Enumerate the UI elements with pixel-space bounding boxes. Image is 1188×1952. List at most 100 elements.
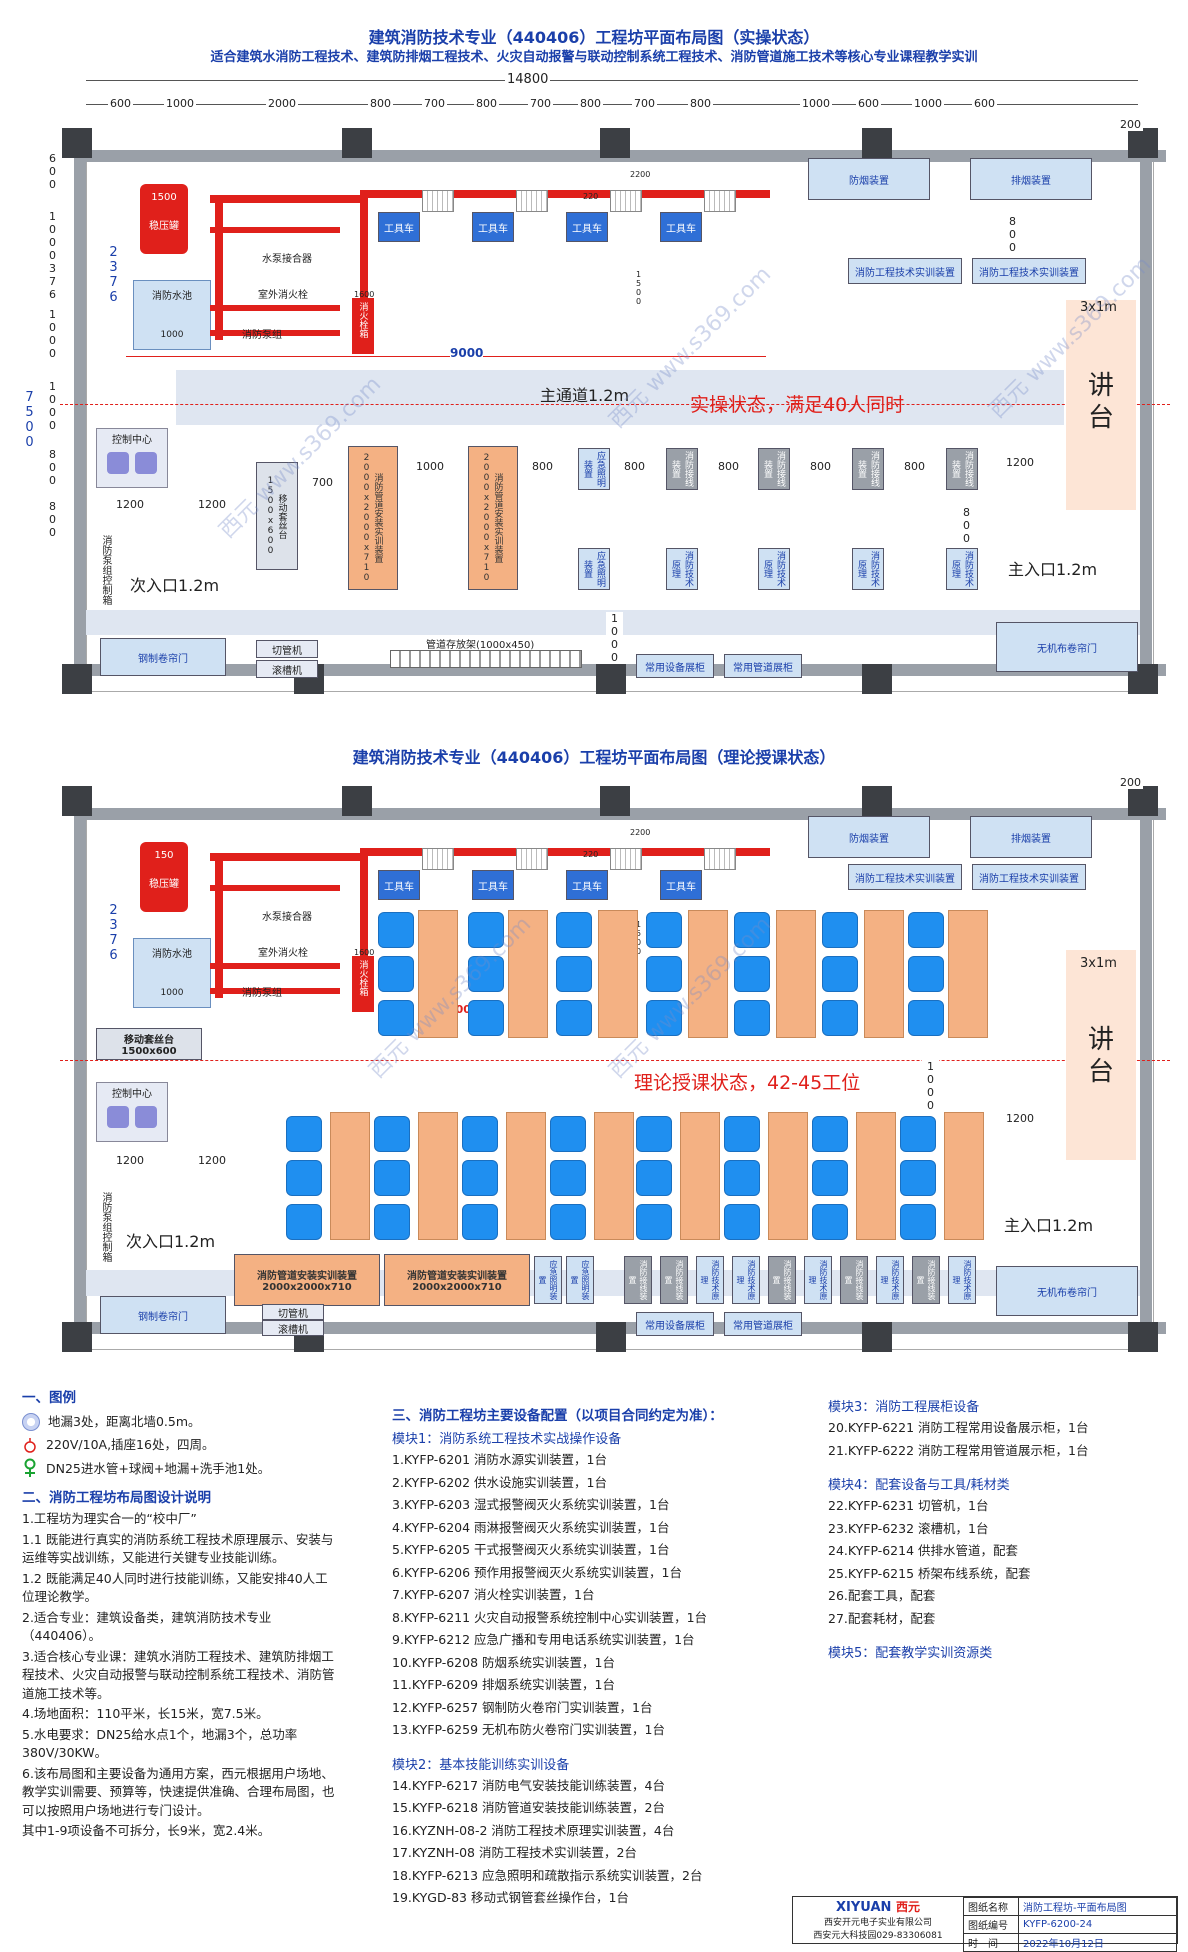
seat[interactable] [286, 1204, 322, 1240]
wiring-device[interactable]: 消防接线装置 [946, 448, 978, 490]
seat[interactable] [374, 1204, 410, 1240]
toolbox[interactable]: 工具车 [566, 870, 608, 900]
seat[interactable] [734, 1000, 770, 1036]
pipe-bench[interactable]: 移动套丝台1500x600 [256, 462, 298, 570]
principle-device[interactable]: 消防技术原理 [666, 548, 698, 590]
pipe-rack[interactable] [390, 650, 582, 668]
seat[interactable] [636, 1116, 672, 1152]
wiring-device[interactable]: 消防接线装置 [912, 1256, 940, 1304]
seat[interactable] [734, 912, 770, 948]
equip-cabinet[interactable]: 常用设备展柜 [636, 1312, 714, 1336]
principle-device[interactable]: 消防技术原理 [758, 548, 790, 590]
seat[interactable] [822, 956, 858, 992]
seat[interactable] [468, 956, 504, 992]
seat[interactable] [636, 1160, 672, 1196]
emergency-light[interactable]: 应急照明装置 [578, 548, 610, 590]
seat[interactable] [812, 1116, 848, 1152]
train-device-2[interactable]: 消防工程技术实训装置 [972, 258, 1086, 284]
smoke-exhaust-device[interactable]: 排烟装置 [970, 158, 1092, 200]
seat[interactable] [900, 1160, 936, 1196]
seat[interactable] [550, 1160, 586, 1196]
fabric-door[interactable]: 无机布卷帘门 [996, 622, 1138, 672]
seat[interactable] [908, 1000, 944, 1036]
seat[interactable] [286, 1116, 322, 1152]
seat[interactable] [286, 1160, 322, 1196]
seat[interactable] [462, 1116, 498, 1152]
seat[interactable] [812, 1204, 848, 1240]
seat[interactable] [636, 1204, 672, 1240]
seat[interactable] [374, 1160, 410, 1196]
pipe-bench[interactable]: 移动套丝台 1500x600 [96, 1028, 202, 1060]
pipe-cabinet[interactable]: 常用管道展柜 [724, 1312, 802, 1336]
seat[interactable] [900, 1204, 936, 1240]
control-center[interactable]: 控制中心 [96, 1082, 168, 1142]
seat[interactable] [556, 912, 592, 948]
emergency-light[interactable]: 应急照明装置 [578, 448, 610, 490]
pipe-cabinet[interactable]: 常用管道展柜 [724, 654, 802, 678]
seat[interactable] [812, 1160, 848, 1196]
control-center[interactable]: 控制中心 [96, 428, 168, 488]
seat[interactable] [550, 1204, 586, 1240]
seat[interactable] [462, 1204, 498, 1240]
roller[interactable]: 滚槽机 [256, 660, 318, 678]
train-device-1[interactable]: 消防工程技术实训装置 [848, 864, 962, 890]
train-device-1[interactable]: 消防工程技术实训装置 [848, 258, 962, 284]
seat[interactable] [378, 912, 414, 948]
wiring-device[interactable]: 消防接线装置 [768, 1256, 796, 1304]
toolbox[interactable]: 工具车 [378, 870, 420, 900]
equip-cabinet[interactable]: 常用设备展柜 [636, 654, 714, 678]
seat[interactable] [724, 1116, 760, 1152]
principle-device[interactable]: 消防技术原理 [876, 1256, 904, 1304]
cutter[interactable]: 切管机 [256, 640, 318, 658]
seat[interactable] [378, 956, 414, 992]
principle-device[interactable]: 消防技术原理 [852, 548, 884, 590]
wiring-device[interactable]: 消防接线装置 [758, 448, 790, 490]
wiring-device[interactable]: 消防接线装置 [666, 448, 698, 490]
smoke-prevent-device[interactable]: 防烟装置 [808, 158, 930, 200]
fabric-door[interactable]: 无机布卷帘门 [996, 1266, 1138, 1316]
wiring-device[interactable]: 消防接线装置 [660, 1256, 688, 1304]
toolbox[interactable]: 工具车 [660, 870, 702, 900]
wiring-device[interactable]: 消防接线装置 [624, 1256, 652, 1304]
seat[interactable] [646, 1000, 682, 1036]
seat[interactable] [378, 1000, 414, 1036]
toolbox[interactable]: 工具车 [472, 212, 514, 242]
principle-device[interactable]: 消防技术原理 [696, 1256, 724, 1304]
toolbox[interactable]: 工具车 [378, 212, 420, 242]
seat[interactable] [822, 912, 858, 948]
seat[interactable] [724, 1204, 760, 1240]
seat[interactable] [468, 912, 504, 948]
seat[interactable] [550, 1116, 586, 1152]
seat[interactable] [900, 1116, 936, 1152]
principle-device[interactable]: 消防技术原理 [804, 1256, 832, 1304]
steel-door[interactable]: 钢制卷帘门 [100, 638, 226, 676]
pipe-install-1[interactable]: 消防管道安装实训装置2000x2000x710 [348, 446, 398, 590]
seat[interactable] [374, 1116, 410, 1152]
cutter[interactable]: 切管机 [262, 1304, 324, 1320]
principle-device[interactable]: 消防技术原理 [732, 1256, 760, 1304]
seat[interactable] [908, 956, 944, 992]
seat[interactable] [734, 956, 770, 992]
seat[interactable] [556, 956, 592, 992]
seat[interactable] [724, 1160, 760, 1196]
seat[interactable] [908, 912, 944, 948]
wiring-device[interactable]: 消防接线装置 [840, 1256, 868, 1304]
smoke-prevent-device[interactable]: 防烟装置 [808, 816, 930, 858]
seat[interactable] [468, 1000, 504, 1036]
toolbox[interactable]: 工具车 [566, 212, 608, 242]
wiring-device[interactable]: 消防接线装置 [852, 448, 884, 490]
smoke-exhaust-device[interactable]: 排烟装置 [970, 816, 1092, 858]
seat[interactable] [646, 912, 682, 948]
train-device-2[interactable]: 消防工程技术实训装置 [972, 864, 1086, 890]
seat[interactable] [462, 1160, 498, 1196]
seat[interactable] [822, 1000, 858, 1036]
seat[interactable] [646, 956, 682, 992]
toolbox[interactable]: 工具车 [472, 870, 514, 900]
emergency-light[interactable]: 应急照明装置 [534, 1256, 562, 1304]
principle-device[interactable]: 消防技术原理 [946, 548, 978, 590]
pipe-install-2[interactable]: 消防管道安装实训装置2000x2000x710 [468, 446, 518, 590]
roller[interactable]: 滚槽机 [262, 1320, 324, 1336]
principle-device[interactable]: 消防技术原理 [948, 1256, 976, 1304]
